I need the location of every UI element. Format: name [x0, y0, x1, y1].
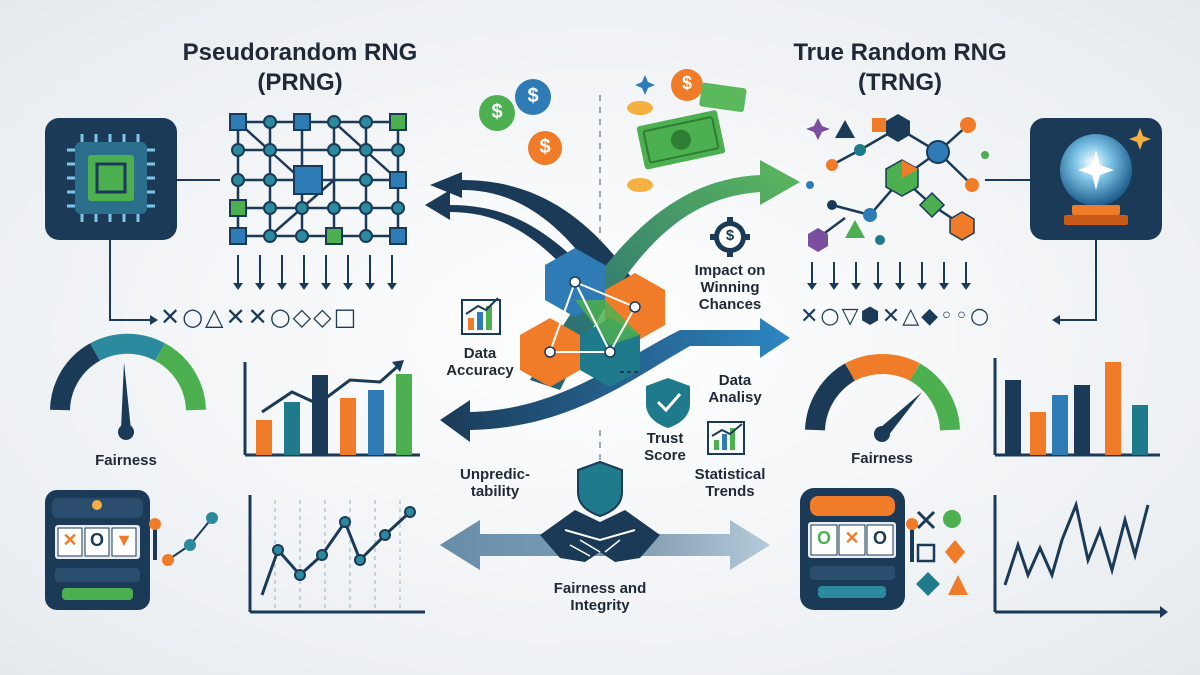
stat-line1: Statistical: [694, 466, 766, 483]
chip-connector-lines: [109, 179, 220, 321]
coin-dollar-2: $: [527, 85, 539, 107]
fairness-integrity-label: Fairness and Integrity: [530, 580, 670, 614]
impact-line2: Winning: [700, 279, 760, 296]
random-shapes-right: [916, 510, 968, 596]
data-accuracy-chart-icon: [461, 297, 501, 335]
reel-left-1: ✕: [62, 530, 78, 550]
prng-network-diagram: [229, 113, 407, 290]
reel-left-2: O: [89, 530, 104, 550]
fairness-gauge-right: [805, 354, 960, 442]
impact-line3: Chances: [698, 296, 762, 313]
data-accuracy-line1: Data: [463, 345, 497, 362]
data-analysis-line1: Data: [718, 372, 752, 389]
reel-right-3: O: [872, 528, 887, 548]
processor-chip-icon: [45, 118, 177, 240]
data-analysis-line2: Analisy: [708, 389, 762, 406]
crystal-arrow-head: [1052, 315, 1060, 325]
crystal-ball-icon: [1030, 118, 1162, 240]
crystal-connector-lines: [985, 179, 1097, 321]
bar-chart-left: [243, 360, 420, 457]
trng-title-line1: True Random RNG: [793, 39, 1007, 66]
coin-dollar-4: $: [681, 73, 692, 93]
trust-line1: Trust: [646, 430, 684, 447]
unpred-line1: Unpredic-: [459, 466, 530, 483]
bar-chart-right: [993, 358, 1160, 457]
prng-title: Pseudorandom RNG (PRNG): [120, 38, 480, 98]
line-chart-left: [248, 495, 425, 614]
statistical-trend-icon: [707, 421, 745, 455]
handshake-shield-icon: [540, 460, 660, 562]
line-chart-right: [993, 495, 1168, 618]
fairness-integrity-line1: Fairness and: [553, 580, 647, 597]
reel-right-1: O: [816, 528, 831, 548]
fairness-gauge-left: [50, 333, 206, 440]
gear-dollar: $: [725, 227, 735, 244]
fairness-label-left: Fairness: [95, 452, 157, 469]
prng-output-symbols: ✕○△✕✕○◇◇□: [160, 303, 359, 331]
trng-title: True Random RNG (TRNG): [720, 38, 1080, 98]
coin-dollar-3: $: [539, 136, 551, 158]
unpred-line2: tability: [470, 483, 520, 500]
slot-machine-right-icon: [800, 488, 918, 610]
stat-line2: Trends: [705, 483, 755, 500]
data-analysis-label: Data Analisy: [690, 372, 780, 406]
unpredictability-label: Unpredic- tability: [440, 466, 550, 500]
fairness-label-right: Fairness: [851, 450, 913, 467]
coin-dollar-1: $: [491, 101, 503, 123]
impact-label: Impact on Winning Chances: [680, 262, 780, 313]
reel-left-3: ▼: [115, 530, 133, 550]
trust-score-label: Trust Score: [630, 430, 700, 464]
dollar-gear-icon: [710, 217, 750, 257]
reel-right-2: ✕: [844, 528, 860, 548]
trng-random-network: [806, 114, 989, 290]
coins-and-money-icon: [479, 69, 747, 192]
statistical-trends-label: Statistical Trends: [680, 466, 780, 500]
trng-output-symbols: ✕○▽⬢✕△◆◦◦○: [800, 304, 992, 329]
slot-machine-left-icon: [45, 490, 218, 610]
prng-title-line2: (PRNG): [257, 69, 343, 96]
trust-line2: Score: [644, 447, 686, 464]
fairness-integrity-line2: Integrity: [570, 597, 630, 614]
prng-title-line1: Pseudorandom RNG: [182, 39, 418, 66]
data-accuracy-label: Data Accuracy: [430, 345, 530, 379]
data-accuracy-line2: Accuracy: [446, 362, 514, 379]
trust-shield-icon: [646, 378, 690, 428]
hexagon-network-icon: [520, 248, 665, 387]
trng-title-line2: (TRNG): [858, 69, 942, 96]
impact-line1: Impact on: [694, 262, 766, 279]
chip-arrow-head: [150, 315, 158, 325]
